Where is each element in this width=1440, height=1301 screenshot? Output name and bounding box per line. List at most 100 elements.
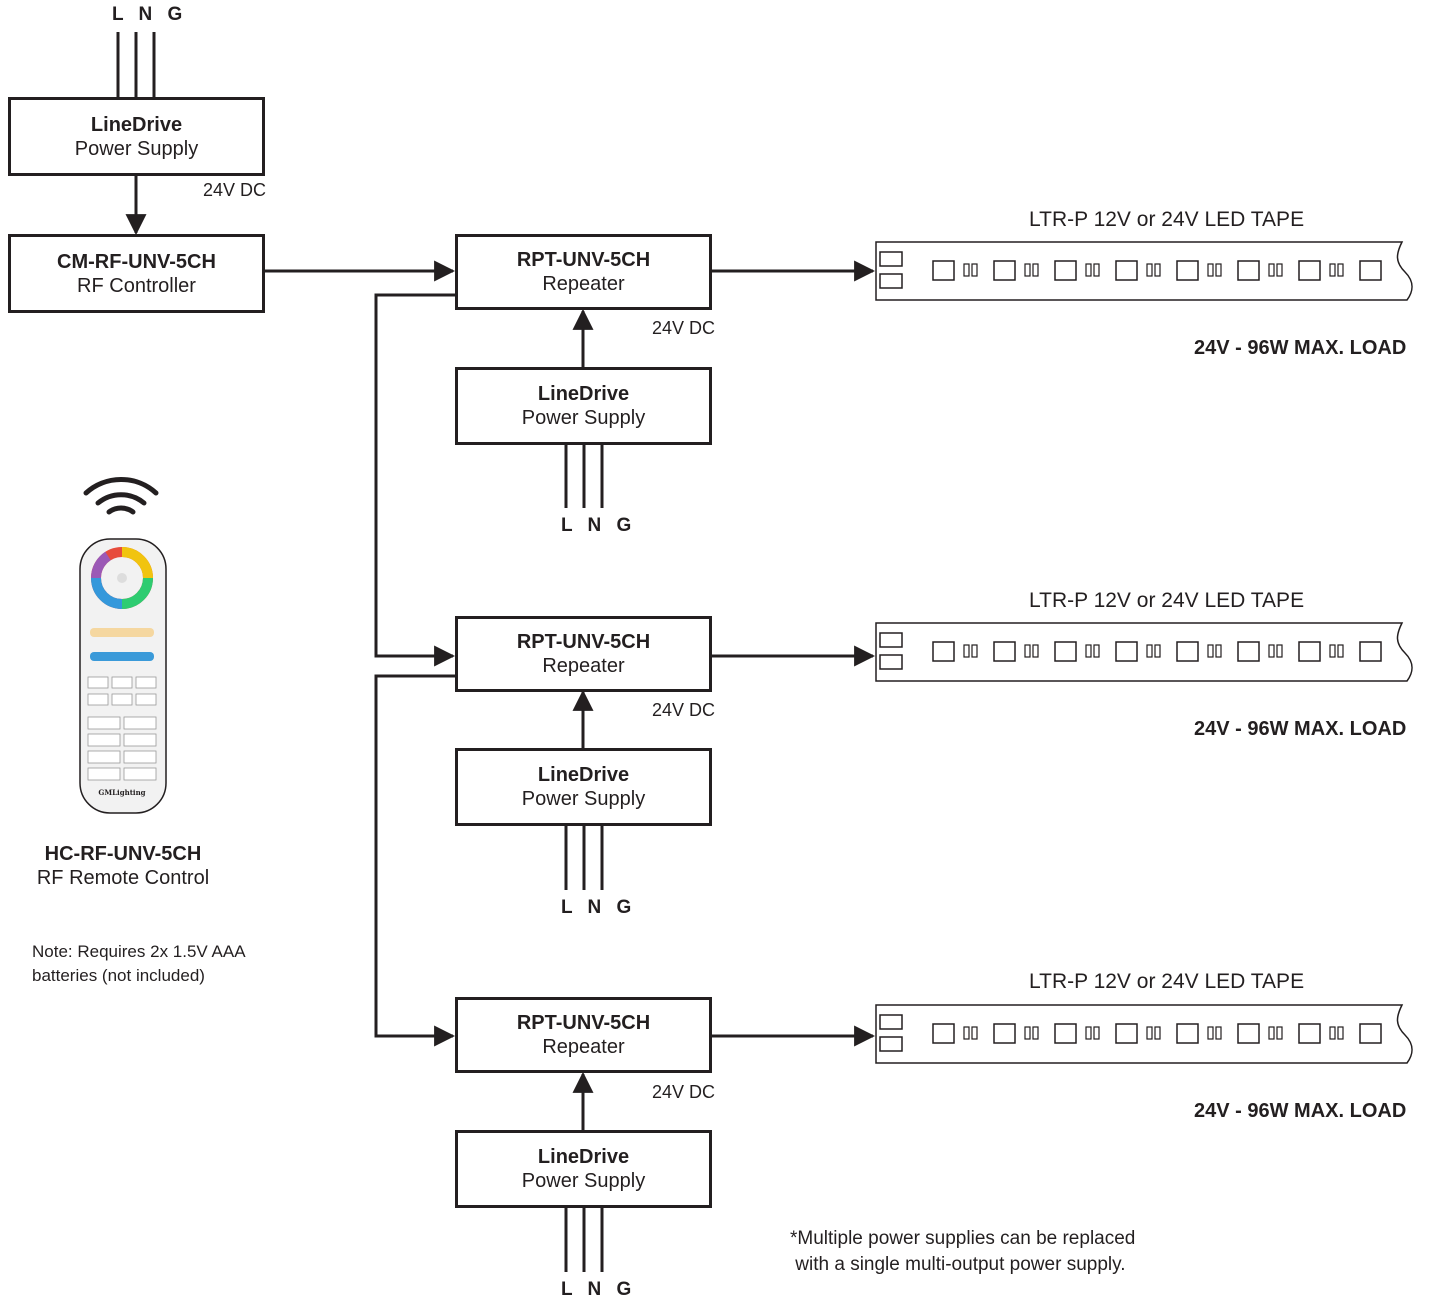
resistor xyxy=(1276,644,1283,658)
battery-note: Note: Requires 2x 1.5V AAA batteries (no… xyxy=(32,940,272,988)
repeater3-title: RPT-UNV-5CH xyxy=(516,1012,651,1034)
resistor xyxy=(1276,1026,1283,1040)
resistor xyxy=(1268,263,1275,277)
led-chip xyxy=(1176,641,1199,662)
tape2-title: LTR-P 12V or 24V LED TAPE xyxy=(1029,589,1305,612)
resistor xyxy=(1215,263,1222,277)
rf-controller-box: CM-RF-UNV-5CH RF Controller xyxy=(8,234,265,313)
led-tape-2 xyxy=(875,622,1413,682)
resistor xyxy=(1154,1026,1161,1040)
resistor xyxy=(1215,644,1222,658)
remote-title-block: HC-RF-UNV-5CH RF Remote Control xyxy=(3,842,243,890)
repeater3-subtitle: Repeater xyxy=(542,1036,625,1058)
tape1-title: LTR-P 12V or 24V LED TAPE xyxy=(1029,208,1305,231)
led-chip xyxy=(1176,260,1199,281)
supply2-lng-label: L N G xyxy=(561,897,637,918)
supply3-subtitle: Power Supply xyxy=(521,1170,646,1192)
tape-outline xyxy=(875,1004,1413,1064)
led-chip xyxy=(993,1023,1016,1044)
resistor xyxy=(963,644,970,658)
repeater1-to-repeater2-arrow xyxy=(374,293,456,667)
supply1-subtitle: Power Supply xyxy=(521,407,646,429)
led-chip xyxy=(932,641,955,662)
resistor xyxy=(1024,644,1031,658)
led-chip xyxy=(1298,260,1321,281)
wireless-signal-icon xyxy=(83,477,159,515)
remote-brand-logo: GMLighting xyxy=(98,788,145,797)
tape1-max-load: 24V - 96W MAX. LOAD xyxy=(1194,337,1407,359)
battery-note-line2: batteries (not included) xyxy=(32,966,205,985)
resistor xyxy=(1146,263,1153,277)
supply2-title: LineDrive xyxy=(537,764,630,786)
tape3-title: LTR-P 12V or 24V LED TAPE xyxy=(1029,970,1305,993)
tape3-max-load: 24V - 96W MAX. LOAD xyxy=(1194,1100,1407,1122)
led-chip xyxy=(1054,1023,1077,1044)
resistor xyxy=(1215,1026,1222,1040)
tape-outline xyxy=(875,622,1413,682)
supply2-box: LineDrive Power Supply xyxy=(455,748,712,826)
resistor xyxy=(971,263,978,277)
resistor xyxy=(1329,1026,1336,1040)
resistor xyxy=(1276,263,1283,277)
battery-note-line1: Note: Requires 2x 1.5V AAA xyxy=(32,942,246,961)
resistor xyxy=(971,1026,978,1040)
supply3-lng-label: L N G xyxy=(561,1279,637,1300)
led-chip xyxy=(1115,1023,1138,1044)
led-chip xyxy=(932,260,955,281)
resistor xyxy=(1337,644,1344,658)
repeater1-voltage: 24V DC xyxy=(652,318,716,338)
tape-pad xyxy=(879,251,903,267)
led-chip xyxy=(1237,260,1260,281)
led-chip xyxy=(1115,641,1138,662)
tape-pad xyxy=(879,1014,903,1030)
supply1-lng-label: L N G xyxy=(561,515,637,536)
footnote-line2: with a single multi-output power supply. xyxy=(790,1254,1126,1275)
tape-pad xyxy=(879,632,903,648)
led-chip xyxy=(1115,260,1138,281)
resistor xyxy=(1268,1026,1275,1040)
resistor xyxy=(1329,263,1336,277)
led-chip xyxy=(993,641,1016,662)
led-chip xyxy=(1054,260,1077,281)
led-chip xyxy=(1359,260,1382,281)
led-chip xyxy=(1176,1023,1199,1044)
led-chip xyxy=(932,1023,955,1044)
tape-outline xyxy=(875,241,1413,301)
resistor xyxy=(1085,1026,1092,1040)
resistor xyxy=(1154,644,1161,658)
resistor xyxy=(1032,1026,1039,1040)
main-supply-title: LineDrive xyxy=(90,113,183,136)
main-supply-lng-label: L N G xyxy=(112,4,188,25)
tape-pad xyxy=(879,1036,903,1052)
led-chip xyxy=(1237,1023,1260,1044)
led-chip xyxy=(1359,641,1382,662)
resistor xyxy=(1146,644,1153,658)
led-chip xyxy=(1054,641,1077,662)
resistor xyxy=(1268,644,1275,658)
remote-button-grid xyxy=(87,676,157,781)
resistor xyxy=(971,644,978,658)
resistor xyxy=(963,263,970,277)
main-power-supply-box: LineDrive Power Supply xyxy=(8,97,265,176)
controller-title: CM-RF-UNV-5CH xyxy=(57,250,216,273)
resistor xyxy=(1337,263,1344,277)
footnote: *Multiple power supplies can be replaced… xyxy=(790,1226,1190,1278)
supply2-subtitle: Power Supply xyxy=(521,788,646,810)
supply1-box: LineDrive Power Supply xyxy=(455,367,712,445)
tape-pad xyxy=(879,273,903,289)
repeater2-to-repeater3-arrow xyxy=(374,674,456,1047)
repeater2-subtitle: Repeater xyxy=(542,655,625,677)
rf-remote-illustration: GMLighting xyxy=(79,477,167,814)
controller-subtitle: RF Controller xyxy=(77,274,196,297)
led-chip xyxy=(993,260,1016,281)
resistor xyxy=(1093,1026,1100,1040)
supply3-box: LineDrive Power Supply xyxy=(455,1130,712,1208)
resistor xyxy=(1085,644,1092,658)
resistor xyxy=(1032,644,1039,658)
resistor xyxy=(1024,263,1031,277)
repeater2-title: RPT-UNV-5CH xyxy=(516,631,651,653)
remote-subtitle: RF Remote Control xyxy=(36,867,210,889)
tape2-max-load: 24V - 96W MAX. LOAD xyxy=(1194,718,1407,740)
remote-title: HC-RF-UNV-5CH xyxy=(44,843,202,865)
